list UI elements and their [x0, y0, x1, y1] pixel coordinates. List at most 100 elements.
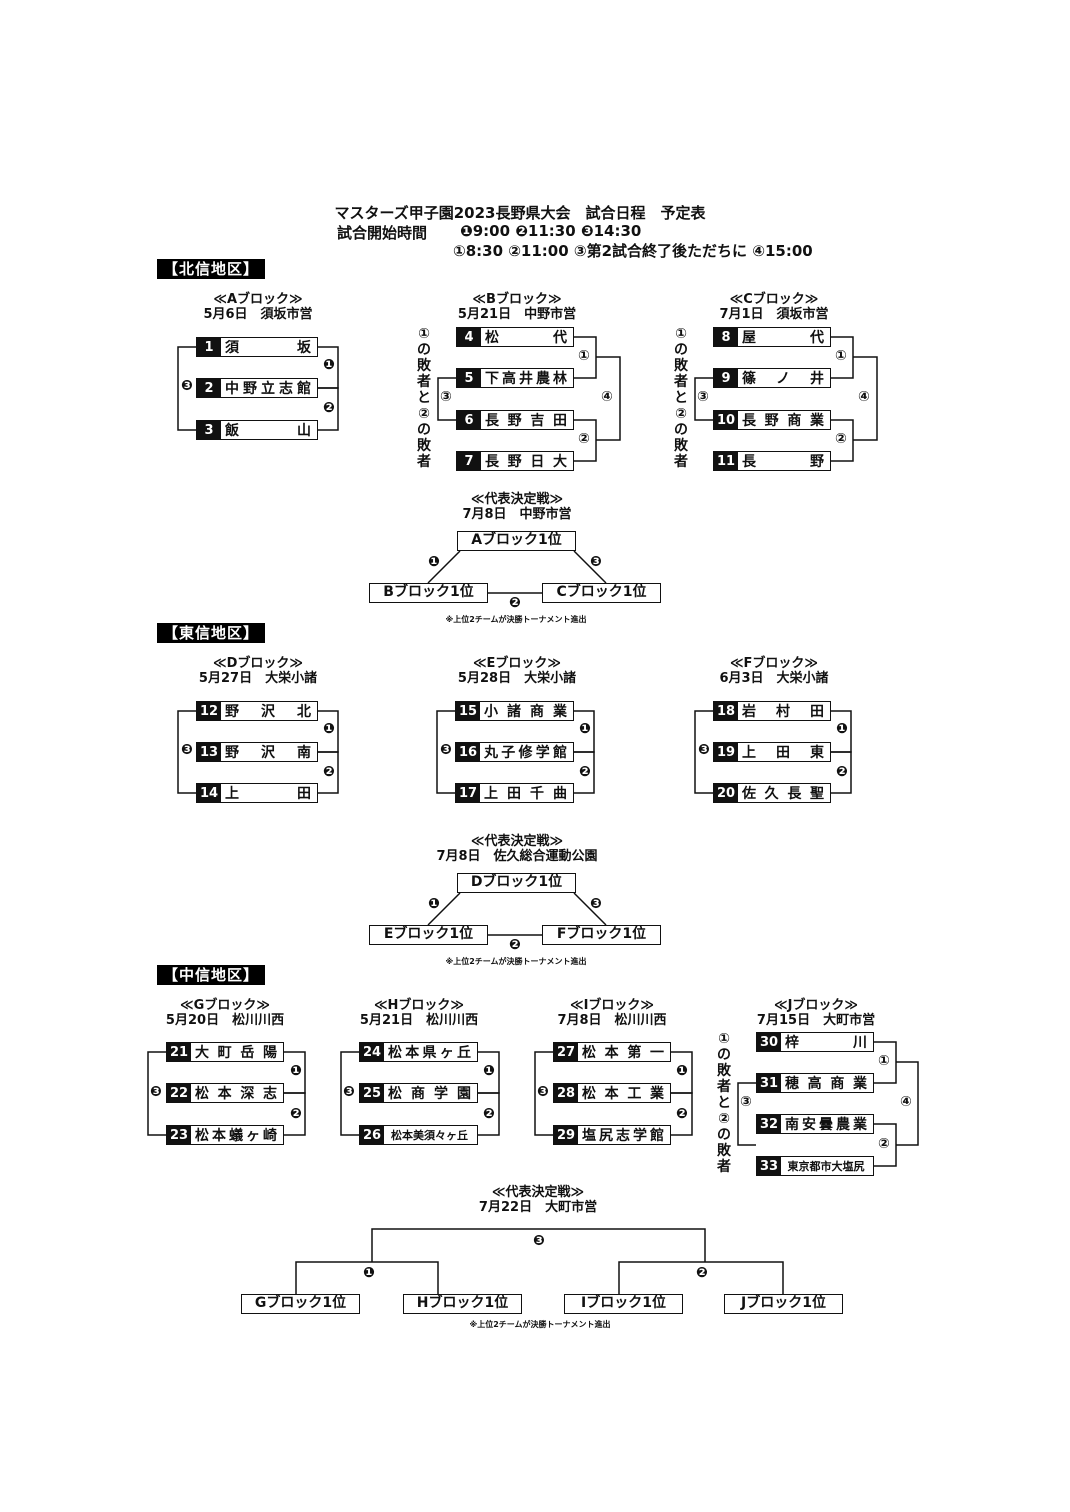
match-mark-b3: ❸	[537, 1084, 549, 1100]
team-number: 16	[456, 743, 480, 761]
match-mark-c4: ④	[858, 389, 870, 405]
match-mark-c4: ④	[900, 1094, 912, 1110]
block-g-date: 5月20日 松川川西	[165, 1013, 285, 1028]
start-times-circle: ①8:30 ②11:00 ③第2試合終了後ただちに ④15:00	[453, 242, 813, 260]
match-mark-b3: ❸	[533, 1233, 545, 1249]
match-mark-c4: ④	[601, 389, 613, 405]
team-name: 松商学園	[388, 1086, 471, 1102]
team-name: 上田東	[742, 745, 824, 761]
match-mark-b2: ❷	[676, 1106, 688, 1122]
team-number: 33	[757, 1157, 781, 1175]
match-mark-b1: ❶	[428, 896, 440, 912]
team-name: 丸子修学館	[484, 745, 567, 761]
team-name: 穂高商業	[785, 1076, 867, 1092]
match-mark-b1: ❶	[363, 1265, 375, 1281]
start-time-label: 試合開始時間	[337, 224, 428, 242]
region-hokushin: 【北信地区】	[157, 259, 266, 279]
advance-note-chushin: ※上位2チームが決勝トーナメント進出	[469, 1320, 611, 1329]
block-h-date: 5月21日 松川川西	[359, 1013, 479, 1028]
block-j-name: ≪Jブロック≫	[773, 998, 859, 1013]
block-f-name: ≪Fブロック≫	[729, 656, 819, 671]
final-hokushin-date: 7月8日 中野市営	[462, 507, 572, 522]
region-toshin: 【東信地区】	[157, 623, 266, 643]
final-chushin-i: Iブロック1位	[564, 1294, 683, 1314]
match-mark-b2: ❷	[509, 595, 521, 611]
team-number: 5	[457, 369, 481, 387]
team-name: 下高井農林	[485, 371, 567, 387]
team-number: 17	[456, 784, 480, 802]
final-chushin-h: Hブロック1位	[403, 1294, 522, 1314]
team-name: 松本深志	[195, 1086, 277, 1102]
team-name: 長野日大	[485, 454, 567, 470]
team-name: 塩尻志学館	[582, 1128, 664, 1144]
block-f-date: 6月3日 大栄小諸	[719, 671, 829, 686]
match-mark-b1: ❶	[323, 721, 335, 737]
team-name: 小諸商業	[484, 704, 567, 720]
region-chushin: 【中信地区】	[157, 965, 266, 985]
match-mark-b2: ❷	[836, 764, 848, 780]
block-e-date: 5月28日 大栄小諸	[457, 671, 577, 686]
team-number: 13	[197, 743, 221, 761]
team-number: 27	[554, 1043, 578, 1061]
match-mark-c1: ①	[835, 348, 847, 364]
match-mark-c3: ③	[697, 389, 709, 405]
final-toshin-date: 7月8日 佐久総合運動公園	[436, 849, 598, 864]
match-mark-b2: ❷	[579, 764, 591, 780]
match-mark-b2: ❷	[323, 400, 335, 416]
match-mark-b2: ❷	[696, 1265, 708, 1281]
team-number: 3	[197, 421, 221, 439]
block-c-date: 7月1日 須坂市営	[719, 307, 829, 322]
block-c-name: ≪Cブロック≫	[729, 292, 819, 307]
team-name: 岩村田	[742, 704, 824, 720]
advance-note-hokushin: ※上位2チームが決勝トーナメント進出	[445, 615, 587, 624]
block-b-date: 5月21日 中野市営	[457, 307, 577, 322]
team-number: 32	[757, 1115, 781, 1133]
team-number: 25	[360, 1084, 384, 1102]
match-mark-b3: ❸	[698, 742, 710, 758]
team-name: 飯 山	[225, 423, 311, 439]
team-number: 7	[457, 452, 481, 470]
start-times-block: ❶9:00 ❷11:30 ❸14:30	[460, 222, 642, 240]
team-number: 22	[167, 1084, 191, 1102]
final-hokushin-left: Bブロック1位	[369, 583, 488, 603]
block-e-name: ≪Eブロック≫	[472, 656, 562, 671]
match-mark-b2: ❷	[509, 937, 521, 953]
team-name: 佐久長聖	[742, 786, 824, 802]
team-number: 29	[554, 1126, 578, 1144]
team-number: 8	[714, 328, 738, 346]
team-number: 21	[167, 1043, 191, 1061]
team-name: 松 代	[485, 330, 567, 346]
block-i-name: ≪Iブロック≫	[569, 998, 655, 1013]
match-mark-b1: ❶	[836, 721, 848, 737]
loser-note-c: ①の敗者と②の敗者	[674, 326, 688, 470]
block-j-date: 7月15日 大町市営	[756, 1013, 876, 1028]
team-name: 松本美須々ヶ丘	[391, 1129, 468, 1142]
team-name: 大町岳陽	[195, 1045, 277, 1061]
final-toshin-title: ≪代表決定戦≫	[470, 834, 564, 849]
match-mark-c2: ②	[878, 1136, 890, 1152]
loser-note-b: ①の敗者と②の敗者	[417, 326, 431, 470]
team-name: 上田千曲	[484, 786, 567, 802]
match-mark-b1: ❶	[428, 554, 440, 570]
final-chushin-g: Gブロック1位	[241, 1294, 360, 1314]
final-chushin-j: Jブロック1位	[724, 1294, 843, 1314]
match-mark-b3: ❸	[590, 554, 602, 570]
block-d-name: ≪Dブロック≫	[212, 656, 304, 671]
